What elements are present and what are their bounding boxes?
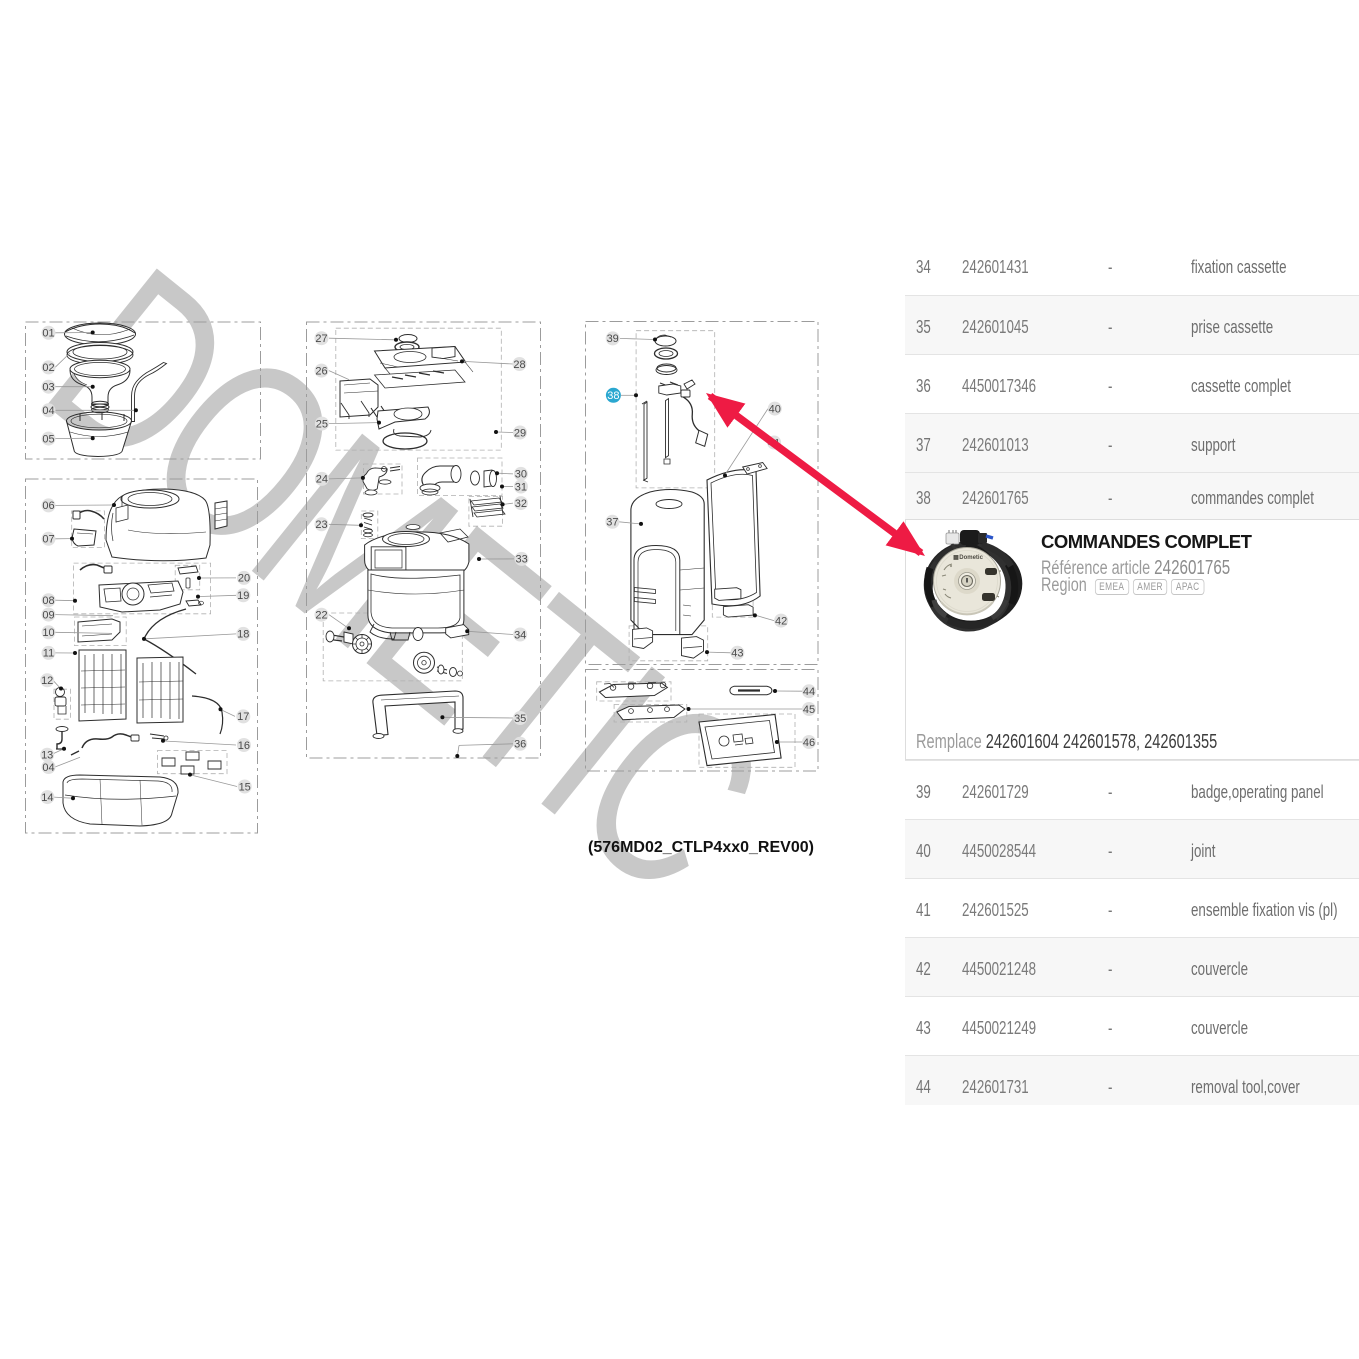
svg-text:31: 31 [515, 481, 527, 493]
svg-text:17: 17 [237, 711, 249, 723]
svg-text:05: 05 [42, 433, 54, 445]
svg-text:36: 36 [514, 739, 526, 751]
svg-text:39: 39 [607, 333, 619, 345]
svg-text:29: 29 [514, 427, 526, 439]
svg-text:16: 16 [238, 740, 250, 752]
svg-text:03: 03 [42, 382, 54, 394]
svg-text:34: 34 [514, 629, 526, 641]
svg-text:04: 04 [42, 762, 54, 774]
svg-text:12: 12 [41, 675, 53, 687]
svg-text:08: 08 [42, 595, 54, 607]
svg-text:20: 20 [238, 573, 250, 585]
svg-text:25: 25 [316, 418, 328, 430]
svg-text:38: 38 [607, 390, 619, 402]
svg-text:28: 28 [513, 359, 525, 371]
svg-text:22: 22 [315, 610, 327, 622]
svg-text:24: 24 [316, 474, 328, 486]
svg-text:02: 02 [42, 362, 54, 374]
svg-text:07: 07 [42, 534, 54, 546]
svg-text:33: 33 [515, 554, 527, 566]
svg-text:06: 06 [42, 500, 54, 512]
svg-text:11: 11 [43, 648, 54, 660]
svg-text:19: 19 [237, 590, 249, 602]
svg-text:▦ Dometic: ▦ Dometic [953, 555, 984, 561]
svg-text:46: 46 [803, 737, 815, 749]
svg-text:42: 42 [775, 615, 787, 627]
svg-text:45: 45 [803, 704, 815, 716]
svg-text:14: 14 [41, 792, 53, 804]
svg-text:15: 15 [239, 781, 251, 793]
svg-text:23: 23 [315, 519, 327, 531]
svg-text:04: 04 [42, 405, 54, 417]
svg-text:01: 01 [42, 328, 54, 340]
svg-text:35: 35 [514, 713, 526, 725]
svg-text:13: 13 [41, 750, 53, 762]
svg-text:40: 40 [769, 403, 781, 415]
svg-text:26: 26 [315, 365, 327, 377]
svg-text:43: 43 [731, 648, 743, 660]
svg-text:27: 27 [315, 333, 327, 345]
svg-text:09: 09 [42, 609, 54, 621]
svg-text:41: 41 [768, 437, 780, 449]
svg-text:32: 32 [515, 498, 527, 510]
svg-text:44: 44 [803, 686, 815, 698]
svg-text:10: 10 [42, 627, 54, 639]
svg-text:18: 18 [237, 629, 249, 641]
svg-text:30: 30 [515, 469, 527, 481]
svg-text:37: 37 [606, 517, 618, 529]
